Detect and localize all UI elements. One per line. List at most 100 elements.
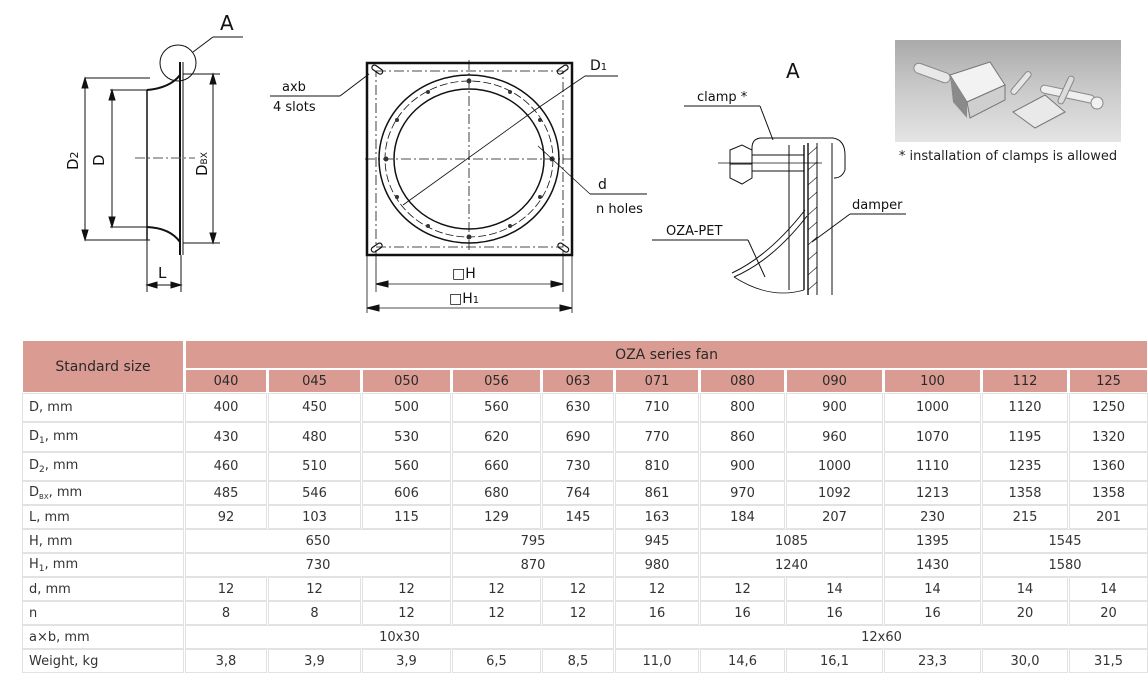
table-cell: 3,9 xyxy=(268,649,361,673)
table-cell: 163 xyxy=(615,505,699,529)
table-cell: 12 xyxy=(268,577,361,601)
table-cell: 860 xyxy=(700,422,785,452)
table-cell: 1430 xyxy=(884,553,981,577)
table-cell: 14 xyxy=(1068,577,1148,601)
table-cell: 560 xyxy=(362,452,451,481)
table-cell: 16 xyxy=(884,601,981,625)
row-label: n xyxy=(22,601,184,625)
table-cell: 3,8 xyxy=(185,649,267,673)
table-cell: 900 xyxy=(700,452,785,481)
table-cell: 970 xyxy=(700,481,785,505)
table-cell: 861 xyxy=(615,481,699,505)
table-cell: 11,0 xyxy=(615,649,699,673)
table-cell: 1545 xyxy=(981,529,1148,553)
table-cell: 12 xyxy=(452,577,541,601)
table-cell: 92 xyxy=(185,505,267,529)
dim-label-d2: D2 xyxy=(64,151,82,170)
table-cell: 215 xyxy=(982,505,1068,529)
table-cell: 510 xyxy=(268,452,361,481)
table-cell: 20 xyxy=(982,601,1068,625)
table-cell: 12 xyxy=(542,577,614,601)
table-cell: 1092 xyxy=(786,481,883,505)
table-cell: 23,3 xyxy=(884,649,981,673)
row-label: H, mm xyxy=(22,529,184,553)
table-cell: 810 xyxy=(615,452,699,481)
table-cell: 103 xyxy=(268,505,361,529)
table-cell: 1110 xyxy=(884,452,981,481)
table-cell: 184 xyxy=(700,505,785,529)
row-label: a×b, mm xyxy=(22,625,184,649)
row-label: H1, mm xyxy=(22,553,184,577)
table-cell: 12 xyxy=(615,577,699,601)
table-cell: 14,6 xyxy=(700,649,785,673)
clamp-label: clamp * xyxy=(697,90,748,105)
size-header: 045 xyxy=(269,370,360,392)
table-row: Weight, kg 3,8 3,9 3,9 6,5 8,5 11,0 14,6… xyxy=(22,649,1148,673)
table-cell: 14 xyxy=(884,577,981,601)
table-cell: 16 xyxy=(615,601,699,625)
table-cell: 10x30 xyxy=(185,625,614,649)
row-label: D1, mm xyxy=(22,422,184,452)
holes-count-label: n holes xyxy=(596,202,643,217)
table-cell: 12 xyxy=(185,577,267,601)
row-label: L, mm xyxy=(22,505,184,529)
series-header: OZA series fan xyxy=(186,341,1148,368)
table-row: DBX, mm 485 546 606 680 764 861 970 1092… xyxy=(22,481,1148,505)
table-cell: 1235 xyxy=(982,452,1068,481)
table-cell: 8 xyxy=(185,601,267,625)
row-label: Weight, kg xyxy=(22,649,184,673)
table-cell: 795 xyxy=(452,529,614,553)
table-cell: 1580 xyxy=(981,553,1148,577)
table-row: D1, mm 430 480 530 620 690 770 860 960 1… xyxy=(22,422,1148,452)
size-header: 063 xyxy=(543,370,613,392)
standard-size-header: Standard size xyxy=(23,341,183,392)
dim-label-l: L xyxy=(158,264,167,282)
table-cell: 1120 xyxy=(982,393,1068,422)
d1-label: D1 xyxy=(590,58,607,74)
table-cell: 710 xyxy=(615,393,699,422)
table-cell: 560 xyxy=(452,393,541,422)
table-cell: 485 xyxy=(185,481,267,505)
table-cell: 460 xyxy=(185,452,267,481)
detail-marker-a: A xyxy=(220,11,234,35)
table-cell: 12 xyxy=(452,601,541,625)
table-cell: 800 xyxy=(700,393,785,422)
table-cell: 14 xyxy=(786,577,883,601)
table-row: D, mm 400 450 500 560 630 710 800 900 10… xyxy=(22,393,1148,422)
size-header: 080 xyxy=(701,370,784,392)
table-cell: 620 xyxy=(452,422,541,452)
table-cell: 201 xyxy=(1068,505,1148,529)
table-cell: 1240 xyxy=(700,553,883,577)
h1-dimension-label: □H1 xyxy=(449,291,479,307)
dim-label-d: D xyxy=(90,154,108,166)
technical-drawings: A D2 D DBX L xyxy=(0,0,1148,330)
size-header-row: 040 045 050 056 063 071 080 090 100 112 … xyxy=(23,370,1148,392)
slots-label-count: 4 slots xyxy=(273,100,316,115)
table-cell: 960 xyxy=(786,422,883,452)
table-cell: 129 xyxy=(452,505,541,529)
table-cell: 764 xyxy=(542,481,614,505)
table-row: H, mm 650 795 945 1085 1395 1545 xyxy=(22,529,1148,553)
table-cell: 12 xyxy=(362,577,451,601)
slots-label-size: axb xyxy=(282,80,306,95)
table-cell: 207 xyxy=(786,505,883,529)
table-cell: 1070 xyxy=(884,422,981,452)
table-row: D2, mm 460 510 560 660 730 810 900 1000 … xyxy=(22,452,1148,481)
table-cell: 650 xyxy=(185,529,451,553)
table-cell: 3,9 xyxy=(362,649,451,673)
table-row: H1, mm 730 870 980 1240 1430 1580 xyxy=(22,553,1148,577)
table-row: L, mm 92 103 115 129 145 163 184 207 230… xyxy=(22,505,1148,529)
row-label: D2, mm xyxy=(22,452,184,481)
size-header: 100 xyxy=(885,370,980,392)
table-cell: 1358 xyxy=(1068,481,1148,505)
size-header: 056 xyxy=(453,370,540,392)
clamps-photo xyxy=(895,40,1121,142)
table-cell: 480 xyxy=(268,422,361,452)
table-cell: 16,1 xyxy=(786,649,883,673)
table-cell: 680 xyxy=(452,481,541,505)
drawing-canvas: A D2 D DBX L xyxy=(64,11,906,313)
table-cell: 870 xyxy=(452,553,614,577)
table-cell: 30,0 xyxy=(982,649,1068,673)
table-cell: 900 xyxy=(786,393,883,422)
table-cell: 660 xyxy=(452,452,541,481)
